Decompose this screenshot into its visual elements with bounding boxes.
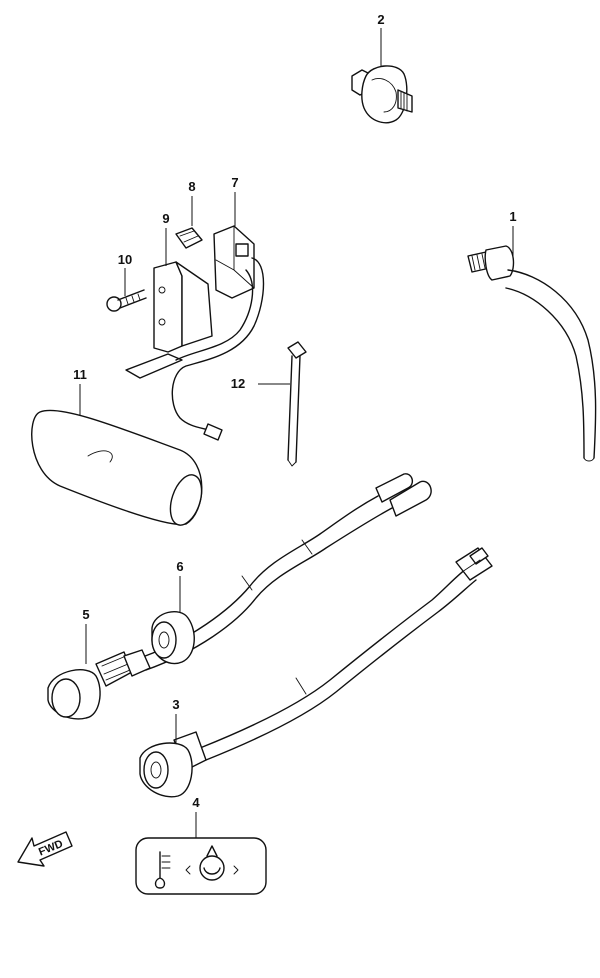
callout-12: 12 [231,376,245,391]
callout-7: 7 [231,175,238,190]
callout-11: 11 [73,367,87,382]
callout-3: 3 [172,697,179,712]
callout-6: 6 [176,559,183,574]
screw-icon [106,289,147,312]
callout-8: 8 [188,179,195,194]
bracket-icon [125,261,213,379]
overheat-switch-harness-icon [171,225,265,441]
callout-2: 2 [377,12,384,27]
callout-9: 9 [162,211,169,226]
cable-tie-icon [287,341,307,467]
indicator-lamp-harness-icon [139,547,493,798]
grommet-icon [151,610,195,665]
sleeve-tube-icon [31,409,203,526]
cap-icon [175,227,203,249]
callout-5: 5 [82,607,89,622]
oil-pressure-switch-icon [351,65,413,124]
callout-1: 1 [509,209,516,224]
temperature-sensor-cable-icon [467,245,597,462]
callout-4: 4 [192,795,200,810]
fwd-arrow-icon: FWD [17,831,73,867]
warning-label-icon [135,837,267,895]
callout-10: 10 [118,252,132,267]
indicator-lamp-icon [47,473,432,720]
